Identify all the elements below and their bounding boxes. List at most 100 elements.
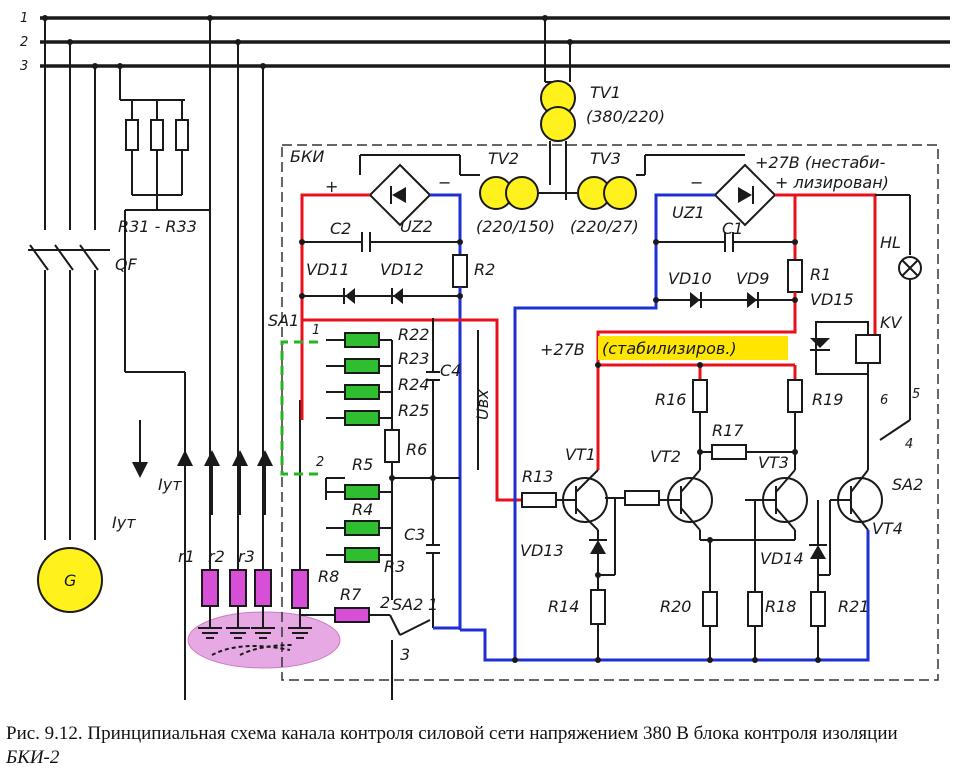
r24-label: R24 [398,375,429,394]
r4-label: R4 [352,500,373,519]
phase-buses [40,16,950,68]
tv1-label: TV1 [590,83,621,102]
c1-label: C1 [722,219,743,238]
junction-dots [42,15,821,663]
transistor-vt4 [830,469,883,531]
feeder-lines [177,18,273,570]
vt3-label: VT3 [758,453,789,472]
vd10-label: VD10 [668,269,712,288]
right-supply-wiring [513,193,922,660]
tv3-label: TV3 [590,149,621,168]
vd14-label: VD14 [760,549,804,568]
r1-ground-label: r1 [178,547,195,566]
r20-label: R20 [660,597,691,616]
caption-italic: БКИ-2 [6,747,60,768]
stabilized-highlight [598,336,788,360]
transformer-tv3-secondary [603,176,637,210]
ground-resistor-r1 [201,569,219,607]
r7-label: R7 [340,585,362,604]
sa2-pos3: 3 [400,645,410,664]
plus27-unstab-1: +27В (нестаби- [755,153,886,172]
generator-label: G [64,571,76,590]
r2-ground-label: r2 [208,547,225,566]
tv2-label: TV2 [488,149,519,168]
leak-current-label-2: Iут [158,475,182,494]
sa1-label: SA1 [268,311,299,330]
sa2-label: SA2 [392,595,423,614]
r21-label: R21 [838,597,869,616]
r5-label: R5 [352,455,373,474]
r14-label: R14 [548,597,579,616]
caption-text: Рис. 9.12. Принципиальная схема канала к… [6,723,898,744]
ground-resistor-r3 [254,569,272,607]
uz1-label: UZ1 [672,203,705,222]
r17-label: R17 [712,421,744,440]
r1-label: R1 [810,265,831,284]
r22-r25-ladder [326,332,400,600]
relay-kv-coil [855,334,881,364]
transformer-tv2-primary [505,176,539,210]
kv-contact-6: 6 [880,393,888,408]
vd11-label: VD11 [306,260,350,279]
r23-label: R23 [398,349,429,368]
phase-2-label: 2 [20,35,28,50]
uz2-plus: + [325,177,338,196]
switch-sa2-contacts [389,614,431,700]
vd15-label: VD15 [810,290,854,309]
generator-feed [28,18,110,540]
ground-resistor-r2 [229,569,247,607]
vd12-label: VD12 [380,260,424,279]
r18-label: R18 [765,597,796,616]
c4-label: C4 [440,361,461,380]
transistor-vt3 [745,469,808,531]
vd13-label: VD13 [520,541,564,560]
r31-r33-label: R31 - R33 [118,217,197,236]
block-outline [281,144,939,681]
vt4-label: VT4 [872,519,903,538]
uz2-label: UZ2 [400,217,433,236]
transformer-tv1-secondary [540,106,576,142]
kv-contact-4: 4 [905,437,913,452]
c3-label: C3 [404,525,425,544]
qf-label: QF [115,255,138,274]
uz2-minus: − [438,173,451,192]
bki-label: БКИ [290,147,324,166]
r3-ground-label: r3 [238,547,255,566]
kv-label: KV [880,313,902,332]
plus27-unstab-2: + лизирован) [775,173,889,192]
stage-links [589,490,831,660]
c2-label: C2 [330,219,351,238]
r22-label: R22 [398,325,429,344]
vd9-label: VD9 [736,269,769,288]
r3-r5-ladder [325,477,460,563]
stabilized-label: (стабилизиров.) [602,339,737,358]
generator [37,547,103,613]
r3-label: R3 [384,557,405,576]
resistor-r8 [291,569,309,609]
r31-r33-group [119,66,210,700]
sa2-right-label: SA2 [892,475,923,494]
kv-contact-5: 5 [912,387,920,402]
tv3-ratio: (220/27) [570,217,639,236]
r2-label: R2 [474,260,495,279]
schematic: 1 2 3 QF G Iут R31 - R33 [20,11,950,700]
transistor-vt2 [660,469,713,531]
phase-1-label: 1 [20,11,28,26]
sa2-pos2: 2 [380,593,390,612]
r6-label: R6 [406,440,427,459]
hl-label: HL [880,233,901,252]
ground-symbols [198,606,312,656]
sa1-pos1: 1 [312,323,320,338]
figure-caption: Рис. 9.12. Принципиальная схема канала к… [6,722,954,770]
tv2-ratio: (220/150) [476,217,555,236]
switch-sa1-link [280,340,318,476]
tv1-ratio: (380/220) [586,107,665,126]
r13-label: R13 [522,467,553,486]
vt2-label: VT2 [650,447,681,466]
sa1-pos2: 2 [316,455,324,470]
uvx-label: Uвх [473,389,492,420]
phase-3-label: 3 [20,59,28,74]
resistor-r7 [334,607,370,623]
r25-label: R25 [398,401,429,420]
plus27-label: +27В [540,340,585,359]
